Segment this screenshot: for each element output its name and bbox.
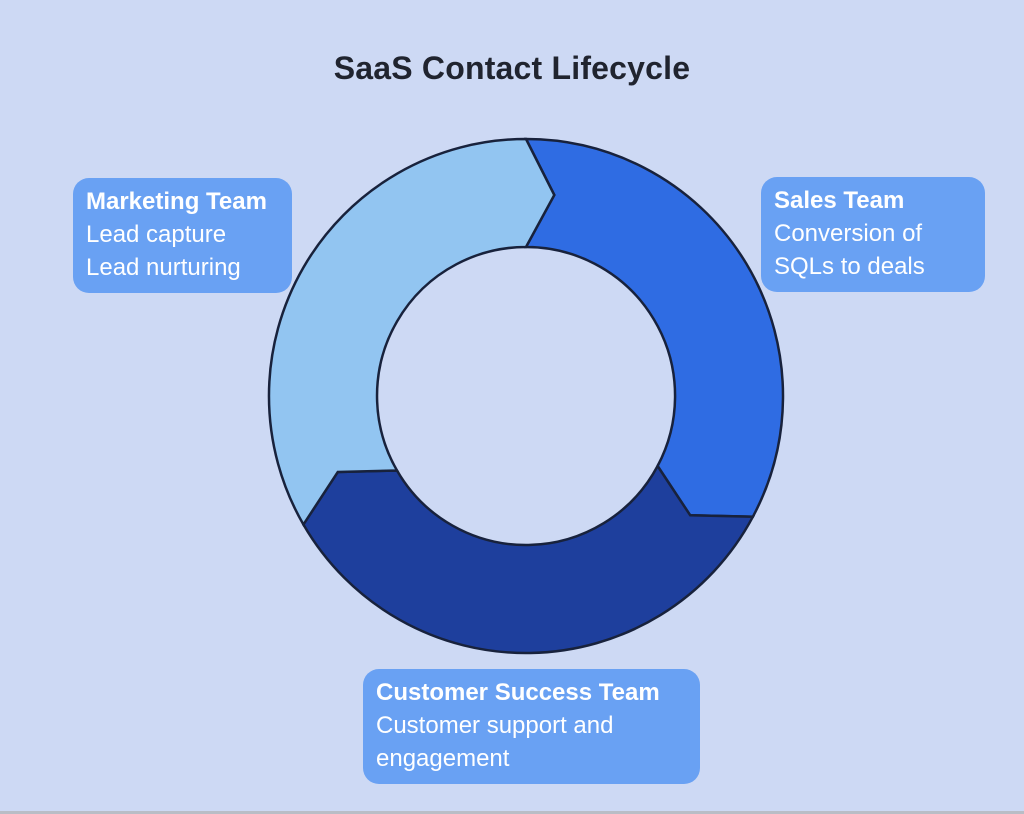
- segment-marketing: [267, 137, 556, 527]
- screenshot-bottom-edge: [0, 811, 1024, 814]
- label-sales-team: Sales Team Conversion of SQLs to deals: [761, 177, 985, 292]
- sales-team-line1: Conversion of: [774, 220, 923, 247]
- diagram-title: SaaS Contact Lifecycle: [333, 50, 691, 86]
- marketing-team-line1: Lead capture: [86, 221, 227, 248]
- label-marketing-team: Marketing Team Lead capture Lead nurturi…: [73, 178, 292, 293]
- customer-success-team-line1: Customer support and: [376, 712, 614, 739]
- segment-customer-success: [301, 463, 755, 655]
- marketing-team-line2: Lead nurturing: [86, 254, 241, 281]
- label-customer-success-team: Customer Success Team Customer support a…: [363, 669, 700, 784]
- sales-team-title: Sales Team: [774, 187, 905, 214]
- customer-success-team-line2: engagement: [376, 745, 510, 772]
- sales-team-line2: SQLs to deals: [774, 253, 925, 280]
- customer-success-team-title: Customer Success Team: [376, 679, 660, 706]
- segment-sales: [523, 137, 785, 518]
- marketing-team-title: Marketing Team: [86, 188, 267, 215]
